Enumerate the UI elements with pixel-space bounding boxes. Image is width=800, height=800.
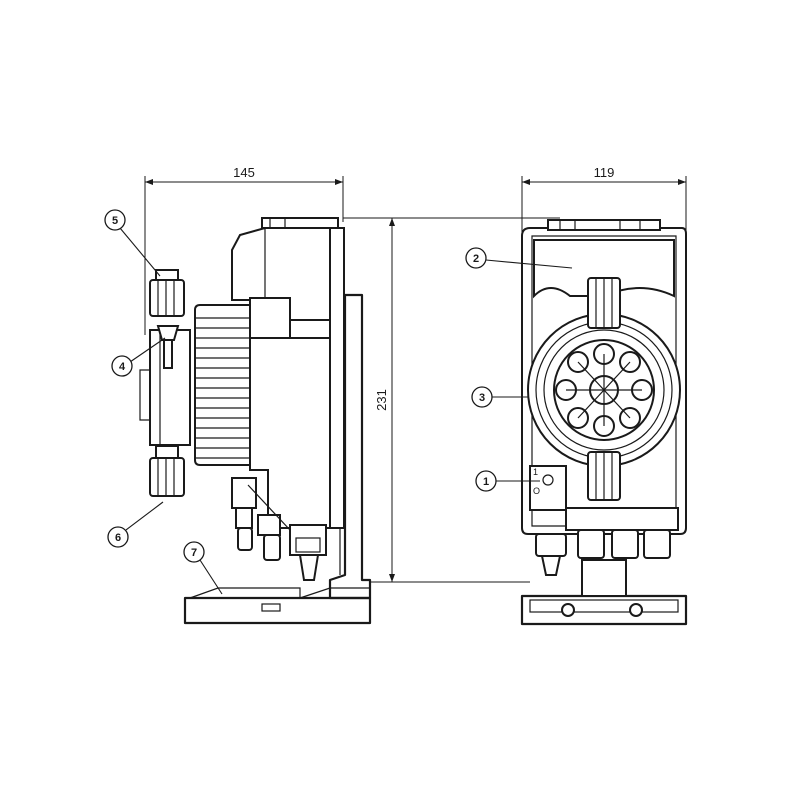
front-power-switch: 1 O	[529, 465, 567, 511]
side-base	[183, 596, 372, 625]
side-cable-glands	[231, 477, 327, 581]
callout-1: 1	[475, 470, 540, 492]
callout-6: 6	[107, 501, 164, 548]
dimension-height-label: 231	[374, 389, 389, 411]
dimension-side-width: 145	[144, 165, 344, 335]
side-base-bevel	[299, 587, 370, 599]
side-base-step	[189, 587, 301, 599]
callout-4: 4	[111, 337, 166, 377]
front-bottom-valve	[587, 451, 621, 501]
svg-text:4: 4	[119, 361, 126, 373]
side-bracket	[328, 293, 372, 600]
dimension-side-width-label: 145	[233, 165, 255, 180]
side-base-slot	[261, 603, 281, 612]
front-stand	[581, 559, 627, 597]
side-knob	[249, 297, 291, 339]
side-bleed-valve	[156, 325, 180, 369]
callout-3: 3	[471, 386, 528, 408]
side-cooling-fins	[194, 304, 251, 466]
side-view	[139, 217, 372, 625]
callout-2: 2	[465, 247, 573, 269]
side-back-plate	[329, 227, 345, 529]
side-top-valve	[149, 269, 185, 317]
svg-text:2: 2	[473, 253, 479, 265]
svg-text:7: 7	[191, 547, 197, 559]
front-cable-glands	[535, 507, 679, 576]
svg-text:3: 3	[479, 392, 485, 404]
dimension-height: 2 3 1	[343, 217, 560, 583]
switch-off-label: O	[533, 486, 540, 496]
front-base-screw-left	[561, 603, 575, 617]
callout-5: 5	[104, 209, 161, 277]
dimension-front-width: 119	[521, 165, 687, 232]
front-base-screw-right	[629, 603, 643, 617]
svg-text:1: 1	[483, 476, 489, 488]
dimension-front-width-label: 119	[594, 165, 615, 180]
side-top-cap	[261, 217, 339, 229]
side-bottom-valve	[149, 445, 185, 497]
switch-on-label: 1	[533, 467, 538, 477]
front-pump-head	[527, 313, 681, 467]
front-view: 1 O	[520, 219, 688, 626]
front-top-valve	[587, 277, 621, 329]
front-top-cap	[547, 219, 661, 231]
svg-text:5: 5	[112, 215, 118, 227]
svg-text:6: 6	[115, 532, 121, 544]
callout-7: 7	[183, 541, 223, 595]
